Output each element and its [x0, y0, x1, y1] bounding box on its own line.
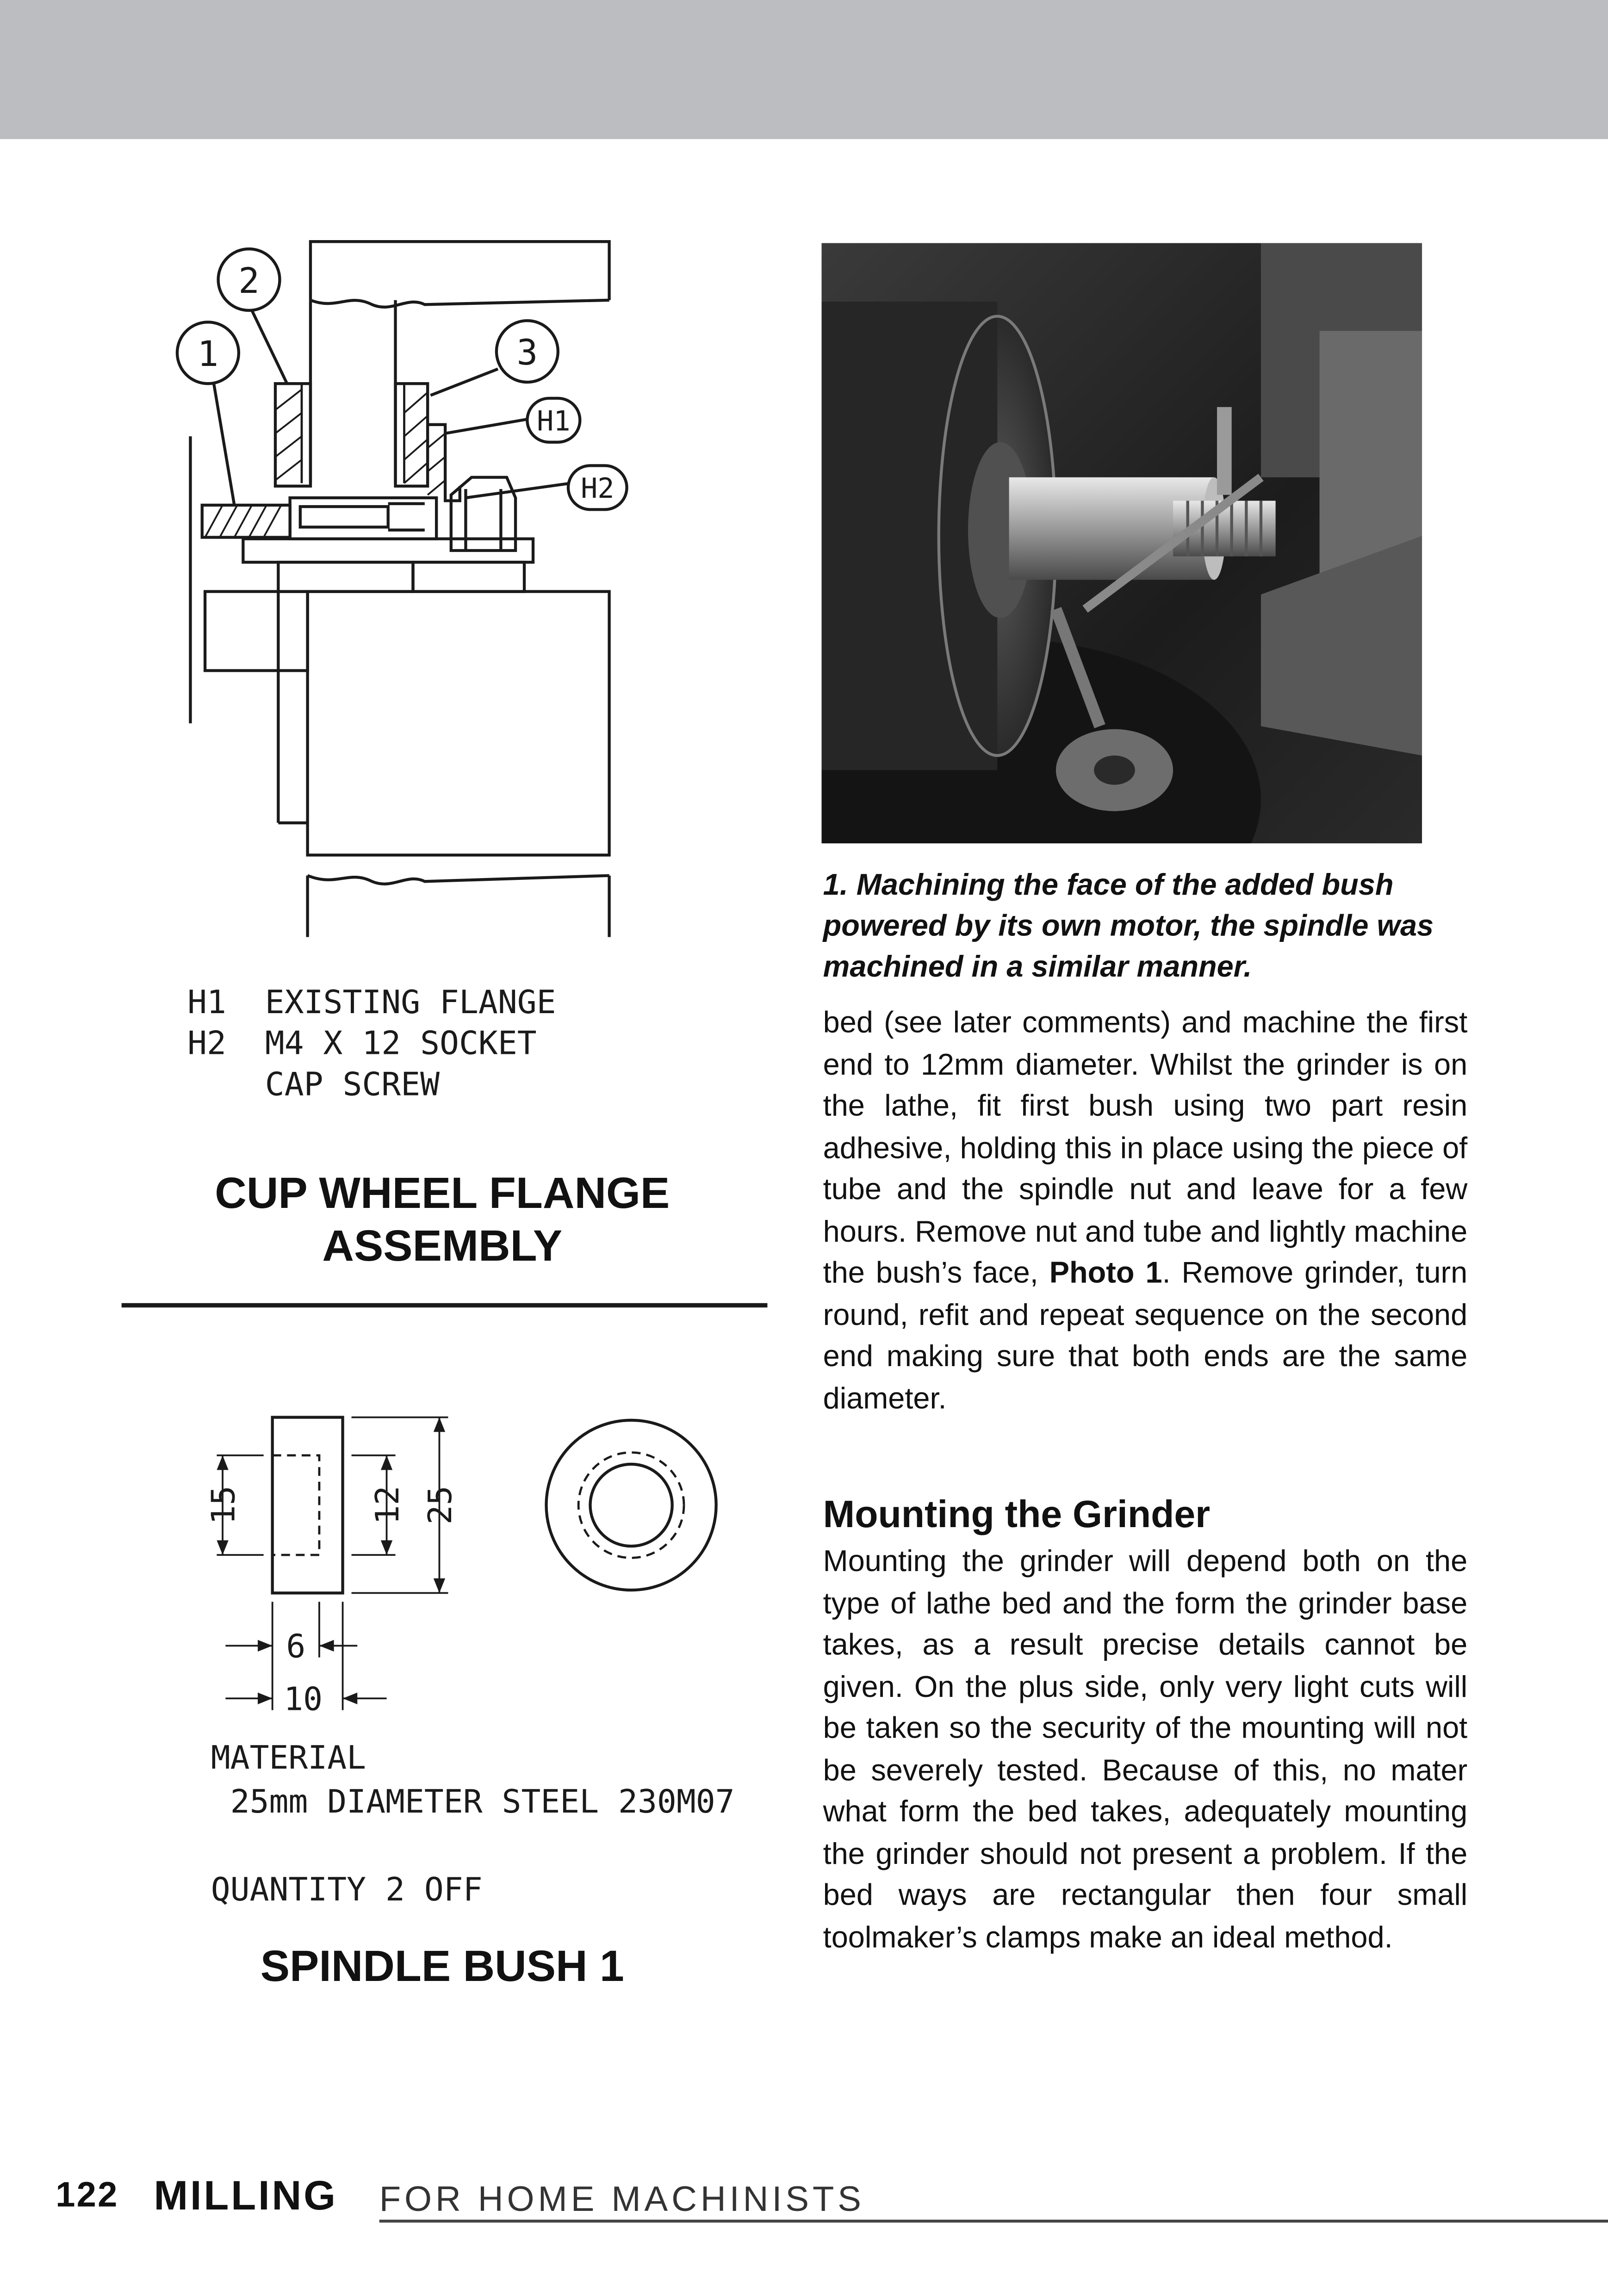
dim-25: 25	[422, 1486, 459, 1525]
book-brand: MILLING	[154, 2172, 338, 2218]
assembly-title-line2: ASSEMBLY	[322, 1222, 563, 1271]
photo-caption: 1. Machining the face of the added bush …	[823, 868, 1434, 984]
dim-15: 15	[205, 1486, 242, 1525]
dim-6: 6	[286, 1628, 305, 1665]
dim-12: 12	[369, 1486, 406, 1525]
assembly-title-line1: CUP WHEEL FLANGE	[215, 1170, 670, 1219]
callout-2: 2	[238, 260, 260, 301]
assembly-note-h2-cont: CAP SCREW	[187, 1067, 440, 1104]
assembly-title: CUP WHEEL FLANGE ASSEMBLY	[146, 1169, 738, 1274]
body-paragraph-1: bed (see later comments) and machine the…	[823, 1003, 1468, 1420]
section-heading: Mounting the Grinder	[823, 1492, 1211, 1536]
book-subtitle: FOR HOME MACHINISTS	[379, 2180, 865, 2220]
assembly-note-h2: H2 M4 X 12 SOCKET	[187, 1026, 537, 1063]
callout-1: 1	[198, 334, 219, 374]
callout-h1: H1	[537, 405, 570, 437]
material-value: 25mm DIAMETER STEEL 230M07	[211, 1785, 735, 1822]
body-paragraph-2: Mounting the grinder will depend both on…	[823, 1544, 1468, 1954]
photo-reference: Photo 1	[1049, 1256, 1162, 1290]
machining-photo	[821, 243, 1422, 843]
spindle-bush-title: SPINDLE BUSH 1	[260, 1943, 624, 1992]
cup-wheel-flange-drawing: 1 2 3 H1 H2	[175, 240, 628, 937]
footer: 122 MILLING FOR HOME MACHINISTS	[56, 2172, 1608, 2234]
quantity-note: QUANTITY 2 OFF	[211, 1872, 483, 1910]
section-divider	[121, 1303, 768, 1308]
assembly-note-h1: H1 EXISTING FLANGE	[187, 985, 556, 1022]
spindle-bush-drawing: 15 12 25 6 10	[205, 1416, 718, 1713]
footer-rule	[379, 2219, 1608, 2222]
body-para1-part-b: . Remove grinder, turn round, refit and …	[823, 1256, 1468, 1415]
callout-h2: H2	[581, 472, 614, 505]
header-band	[0, 0, 1608, 139]
body-para1-part-a: bed (see later comments) and machine the…	[823, 1006, 1468, 1290]
callout-3: 3	[517, 332, 538, 373]
dim-10: 10	[284, 1681, 323, 1713]
material-label: MATERIAL	[211, 1741, 366, 1778]
page-number: 122	[56, 2176, 119, 2216]
